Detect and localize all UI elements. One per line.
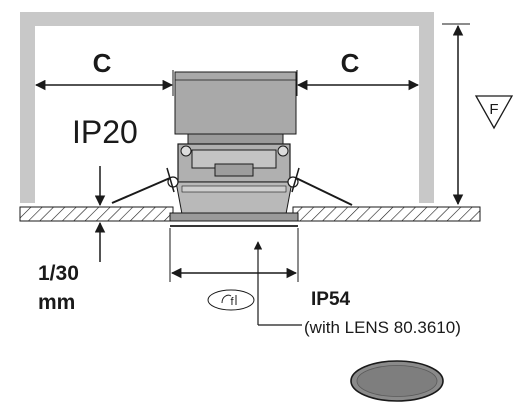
lens-note: (with LENS 80.3610): [304, 318, 461, 337]
thickness-value: 1/30: [38, 262, 79, 285]
lens-accessory: [350, 360, 444, 402]
clearance-right-label: C: [341, 48, 360, 78]
rotation-f-icon: f: [207, 289, 255, 311]
clearance-dimension-left: C: [34, 48, 174, 91]
fixture-extension-lines: [169, 70, 299, 282]
thickness-unit: mm: [38, 291, 75, 314]
height-dimension: [442, 23, 470, 206]
clearance-dimension-right: C: [296, 48, 420, 91]
down-triangle-f-icon: F: [474, 95, 514, 130]
svg-text:f: f: [230, 296, 234, 308]
ceiling-panel: [19, 206, 481, 222]
clearance-left-label: C: [93, 48, 112, 78]
ip54-leader: [253, 241, 302, 326]
ip20-label: IP20: [72, 114, 138, 150]
ip54-label: IP54: [311, 289, 351, 310]
height-symbol-label: F: [489, 101, 498, 118]
downlight-fixture: [111, 71, 353, 227]
